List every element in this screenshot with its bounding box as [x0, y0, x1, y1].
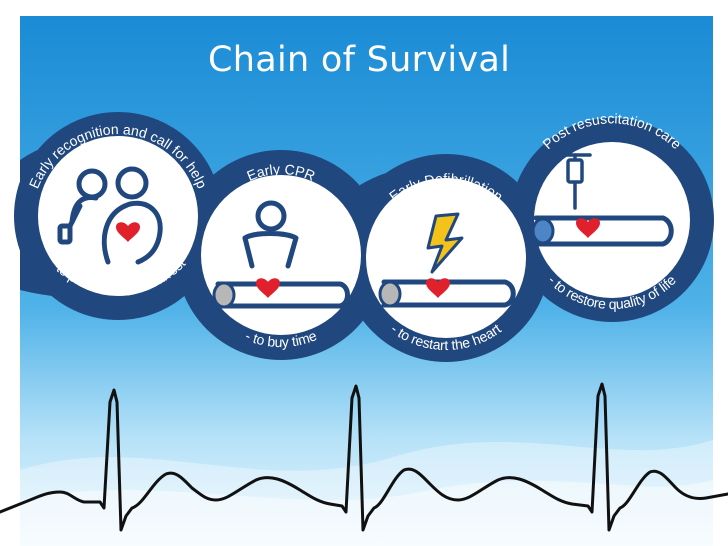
chain-link-2: [201, 175, 361, 335]
slide-title: Chain of Survival: [208, 40, 510, 80]
